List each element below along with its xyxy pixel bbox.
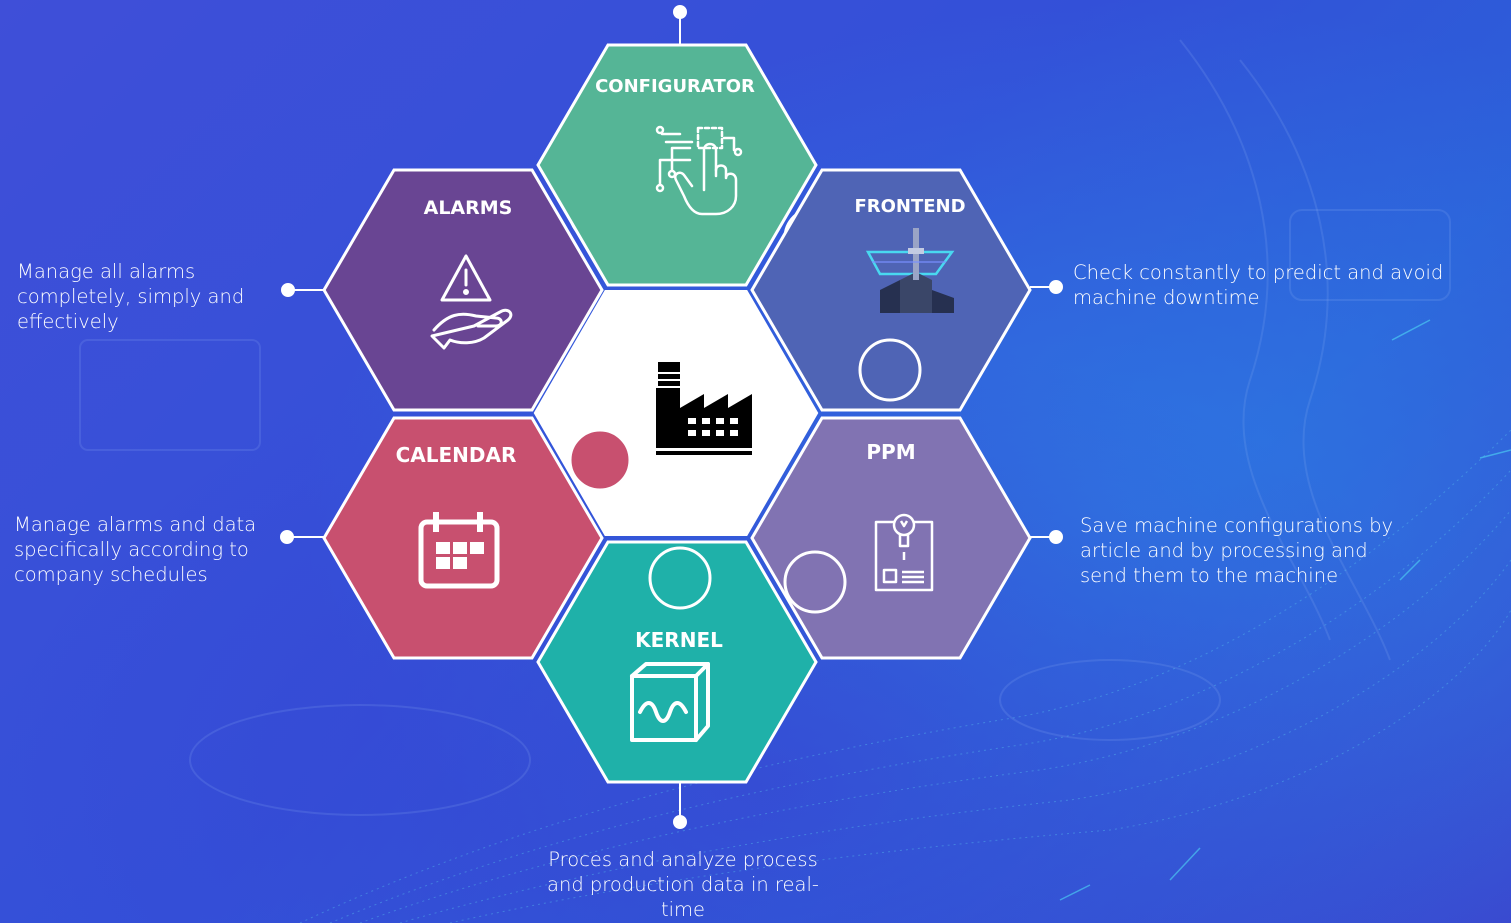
- warning-hand-icon: [430, 254, 513, 350]
- calendar-icon: [418, 512, 500, 589]
- connector-dot-calendar: [280, 530, 294, 544]
- touch-circuit-icon: [655, 125, 743, 216]
- calendar-description: Manage alarms and data specifically acco…: [14, 513, 257, 586]
- kernel-puzzle-socket: [648, 546, 712, 610]
- document-idea-icon: [874, 513, 934, 592]
- connector-dot-frontend: [1049, 280, 1063, 294]
- factory-icon: [656, 362, 752, 455]
- connector-dot-kernel: [673, 815, 687, 829]
- waveform-cube-icon: [630, 662, 710, 742]
- frontend-title: FRONTEND: [854, 196, 965, 217]
- connector-dot-top: [673, 5, 687, 19]
- ppm-title: PPM: [866, 440, 915, 464]
- ppm-module[interactable]: PPM: [750, 416, 1032, 660]
- configurator-hexagon: [536, 43, 818, 287]
- calendar-title: CALENDAR: [396, 443, 517, 467]
- frontend-puzzle-knob: [858, 338, 922, 402]
- kernel-title: KERNEL: [635, 628, 723, 652]
- connector-lines: [280, 5, 1063, 829]
- calendar-module[interactable]: CALENDAR: [322, 416, 632, 660]
- frontend-description: Check constantly to predict and avoid ma…: [1073, 261, 1444, 309]
- ppm-description: Save machine configurations by article a…: [1080, 514, 1394, 587]
- alarms-title: ALARMS: [424, 197, 513, 219]
- frontend-module[interactable]: FRONTEND: [750, 168, 1032, 412]
- ppm-puzzle-knob: [783, 550, 847, 614]
- alarms-description: Manage all alarms completely, simply and…: [17, 260, 245, 333]
- kernel-module[interactable]: KERNEL: [536, 540, 818, 784]
- connector-dot-alarms: [281, 283, 295, 297]
- connector-dot-ppm: [1049, 530, 1063, 544]
- alarms-hexagon: [322, 168, 604, 412]
- calendar-hexagon: [322, 416, 604, 660]
- calendar-puzzle-knob: [568, 428, 632, 492]
- configurator-title: CONFIGURATOR: [595, 76, 755, 97]
- kernel-description: Proces and analyze process and productio…: [547, 848, 819, 921]
- machine-hologram-icon: [865, 228, 955, 313]
- seam-lines: [534, 291, 818, 414]
